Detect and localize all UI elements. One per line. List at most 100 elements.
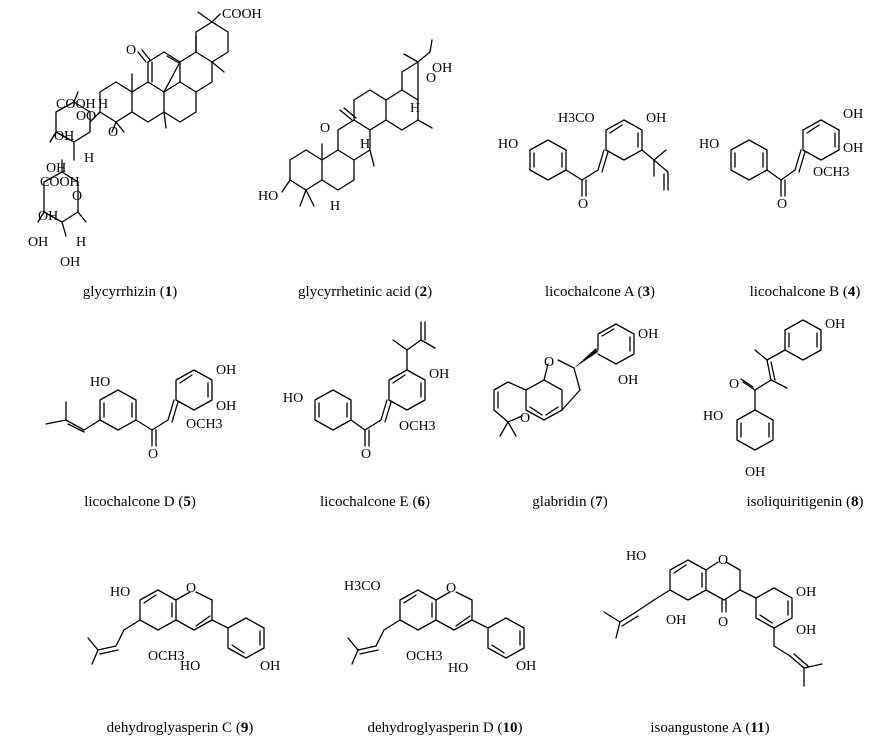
caption-number: 8 bbox=[851, 494, 859, 510]
licochalcone-b-och3: OCH3 bbox=[813, 165, 850, 180]
structure-licochalcone-b: OH OH HO OCH3 O licochalcone B (4) bbox=[695, 0, 891, 300]
glycyrrhizin-cooh-top: COOH bbox=[222, 7, 262, 22]
glabridin-structure-svg: OH OH O O bbox=[493, 323, 658, 437]
glycyrrhizin-o-ring2: O bbox=[72, 189, 82, 204]
glycyrrhizin-h-3: H bbox=[76, 235, 86, 250]
licochalcone-e-structure-svg: OH HO OCH3 O bbox=[283, 321, 449, 462]
licochalcone-d-oh-2: OH bbox=[216, 399, 236, 414]
licochalcone-a-o: O bbox=[578, 197, 588, 212]
dehydroglyasperin-c-oh: OH bbox=[260, 659, 280, 674]
glycyrrhetinic-o-acid: O bbox=[426, 71, 436, 86]
caption-name: isoliquiritigenin bbox=[746, 494, 843, 510]
licochalcone-a-structure-svg: H3CO OH HO O bbox=[498, 111, 669, 212]
dehydroglyasperin-d-o: O bbox=[446, 581, 456, 596]
dehydroglyasperin-c-ho: HO bbox=[110, 585, 130, 600]
glycyrrhizin-oh-3: OH bbox=[38, 209, 58, 224]
isoangustone-a-structure-svg: HO O OH O OH OH bbox=[603, 549, 823, 687]
caption-number: 2 bbox=[419, 284, 428, 300]
caption-licochalcone-b: licochalcone B (4) bbox=[749, 284, 861, 300]
isoangustone-a-o-ketone: O bbox=[718, 615, 728, 630]
dehydroglyasperin-c-ho-2: HO bbox=[180, 659, 200, 674]
licochalcone-d-ho: HO bbox=[90, 375, 110, 390]
caption-number: 4 bbox=[847, 284, 856, 300]
caption-name: glycyrrhizin bbox=[82, 284, 157, 300]
caption-number: 9 bbox=[240, 720, 249, 736]
glabridin-oh-1: OH bbox=[638, 327, 658, 342]
licochalcone-e-ho: HO bbox=[283, 391, 303, 406]
isoliquiritigenin-structure-svg: OH O HO OH bbox=[703, 317, 845, 480]
isoangustone-a-oh-2: OH bbox=[796, 585, 816, 600]
caption-name: licochalcone A bbox=[545, 284, 634, 300]
isoliquiritigenin-oh-2: OH bbox=[745, 465, 765, 480]
caption-name: glabridin bbox=[532, 494, 587, 510]
caption-name: glycyrrhetinic acid bbox=[297, 284, 411, 300]
licochalcone-e-och3: OCH3 bbox=[399, 419, 436, 434]
caption-glycyrrhizin: glycyrrhizin (1) bbox=[82, 284, 178, 300]
glycyrrhizin-o-link: O bbox=[86, 109, 96, 124]
licochalcone-e-o: O bbox=[361, 447, 371, 462]
glycyrrhetinic-acid-structure-svg: OH O O H H HO H bbox=[258, 39, 452, 214]
structure-licochalcone-d: HO OH OH OCH3 O licochalcone D (5) bbox=[30, 320, 270, 520]
caption-name: licochalcone B bbox=[749, 284, 840, 300]
glabridin-o-2: O bbox=[520, 411, 530, 426]
caption-number: 3 bbox=[642, 284, 650, 300]
glycyrrhizin-o-ketone: O bbox=[126, 43, 136, 58]
caption-number: 5 bbox=[183, 494, 191, 510]
licochalcone-d-structure-svg: HO OH OH OCH3 O bbox=[45, 363, 236, 462]
caption-name: dehydroglyasperin C bbox=[106, 720, 233, 736]
licochalcone-d-oh-1: OH bbox=[216, 363, 236, 378]
caption-dehydroglyasperin-c: dehydroglyasperin C (9) bbox=[106, 720, 254, 736]
glycyrrhetinic-o-ketone: O bbox=[320, 121, 330, 136]
licochalcone-a-oh: OH bbox=[646, 111, 666, 126]
dehydroglyasperin-d-ho: HO bbox=[448, 661, 468, 676]
glycyrrhetinic-ho: HO bbox=[258, 189, 278, 204]
caption-glabridin: glabridin (7) bbox=[532, 494, 608, 510]
isoangustone-a-oh-3: OH bbox=[796, 623, 816, 638]
caption-licochalcone-d: licochalcone D (5) bbox=[84, 494, 196, 510]
dehydroglyasperin-c-structure-svg: HO O OCH3 HO OH bbox=[87, 581, 280, 674]
licochalcone-d-och3: OCH3 bbox=[186, 417, 223, 432]
glycyrrhetinic-h-2: H bbox=[360, 137, 370, 152]
glycyrrhizin-oh-5: OH bbox=[60, 255, 80, 270]
glycyrrhizin-structure-svg: COOH O COOH H O O OH O H OH COOH O OH OH… bbox=[28, 7, 262, 270]
caption-licochalcone-a: licochalcone A (3) bbox=[545, 284, 655, 300]
isoangustone-a-o-ring: O bbox=[718, 553, 728, 568]
glycyrrhizin-oh-2: OH bbox=[46, 161, 66, 176]
glycyrrhizin-h-2: H bbox=[84, 151, 94, 166]
structure-glycyrrhizin: COOH O COOH H O O OH O H OH COOH O OH OH… bbox=[0, 0, 262, 300]
isoliquiritigenin-o: O bbox=[729, 377, 739, 392]
caption-number: 6 bbox=[417, 494, 425, 510]
glycyrrhizin-o-ring1: O bbox=[76, 109, 86, 124]
dehydroglyasperin-d-och3: OCH3 bbox=[406, 649, 443, 664]
caption-isoliquiritigenin: isoliquiritigenin (8) bbox=[746, 494, 864, 510]
caption-name: licochalcone D bbox=[84, 494, 175, 510]
caption-number: 7 bbox=[595, 494, 603, 510]
licochalcone-b-oh-1: OH bbox=[843, 107, 863, 122]
licochalcone-d-o: O bbox=[148, 447, 158, 462]
structure-dehydroglyasperin-d: H3CO O OCH3 HO OH dehydroglyasperin D (1… bbox=[320, 550, 560, 747]
licochalcone-a-h3co: H3CO bbox=[558, 111, 595, 126]
caption-glycyrrhetinic-acid: glycyrrhetinic acid (2) bbox=[297, 284, 433, 300]
glycyrrhizin-h-1: H bbox=[98, 97, 108, 112]
caption-number: 1 bbox=[164, 284, 173, 300]
structure-dehydroglyasperin-c: HO O OCH3 HO OH dehydroglyasperin C (9) bbox=[80, 550, 300, 747]
glycyrrhizin-o-anomeric: O bbox=[108, 125, 118, 140]
glycyrrhizin-cooh-2: COOH bbox=[40, 175, 80, 190]
licochalcone-e-oh: OH bbox=[429, 367, 449, 382]
licochalcone-b-o: O bbox=[777, 197, 787, 212]
structure-glabridin: OH OH O O glabridin (7) bbox=[480, 320, 690, 520]
licochalcone-a-ho: HO bbox=[498, 137, 518, 152]
glycyrrhizin-oh-4: OH bbox=[28, 235, 48, 250]
glabridin-o-1: O bbox=[544, 355, 554, 370]
isoliquiritigenin-oh-1: OH bbox=[825, 317, 845, 332]
caption-dehydroglyasperin-d: dehydroglyasperin D (10) bbox=[367, 720, 523, 736]
dehydroglyasperin-c-och3: OCH3 bbox=[148, 649, 185, 664]
glabridin-oh-2: OH bbox=[618, 373, 638, 388]
caption-isoangustone-a: isoangustone A (11) bbox=[650, 720, 770, 736]
structure-licochalcone-e: OH HO OCH3 O licochalcone E (6) bbox=[275, 320, 495, 520]
caption-name: isoangustone A bbox=[650, 720, 742, 736]
structure-glycyrrhetinic-acid: OH O O H H HO H glycyrrhetinic acid (2) bbox=[250, 0, 480, 300]
dehydroglyasperin-d-structure-svg: H3CO O OCH3 HO OH bbox=[344, 579, 536, 676]
glycyrrhizin-cooh-1: COOH bbox=[56, 97, 96, 112]
licochalcone-b-ho: HO bbox=[699, 137, 719, 152]
